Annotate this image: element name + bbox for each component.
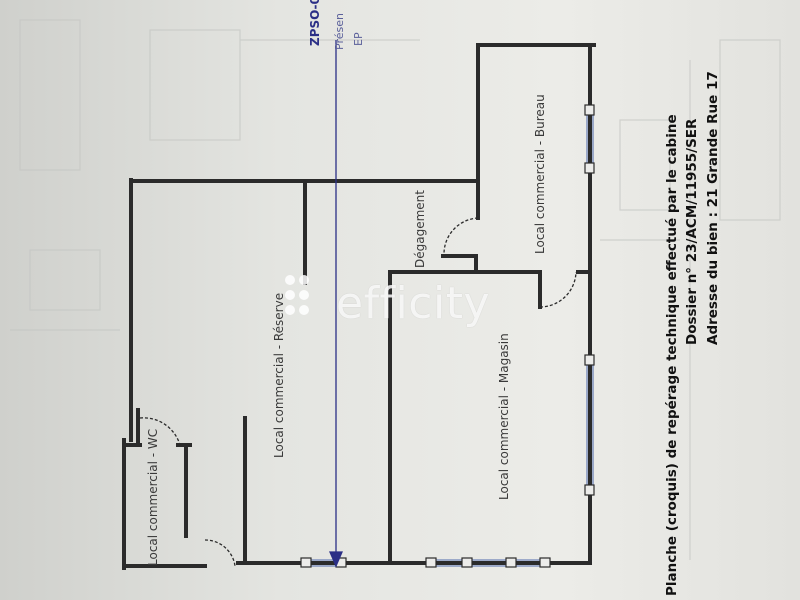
- room-label-degagement: Dégagement: [413, 190, 427, 268]
- window-jamb: [461, 557, 473, 568]
- window-jamb: [300, 557, 312, 568]
- window-jamb: [584, 162, 595, 174]
- window-jamb: [584, 354, 595, 366]
- door-swing-degagement: [443, 217, 479, 255]
- door-swing-entry-wc: [204, 539, 236, 567]
- door-swing-wc: [139, 417, 181, 446]
- document-header-line-2: Dossier n° 23/ACM/11955/SER: [684, 118, 700, 345]
- zone-subtext-1: Présen: [333, 13, 346, 50]
- zone-code: ZPSO-0: [308, 0, 322, 46]
- room-label-bureau: Local commercial - Bureau: [533, 94, 547, 254]
- window-jamb: [584, 104, 595, 116]
- window-jamb: [505, 557, 517, 568]
- window-jamb: [425, 557, 437, 568]
- document-header-line-3: Adresse du bien : 21 Grande Rue 17: [705, 71, 721, 345]
- efficity-logo-icon: [285, 275, 309, 315]
- efficity-watermark: efficity: [336, 278, 490, 329]
- window-jamb: [584, 484, 595, 496]
- window-jamb: [539, 557, 551, 568]
- room-label-wc: Local commercial - WC: [146, 428, 160, 566]
- zone-subtext-2: EP: [352, 32, 365, 46]
- zone-arrow-head: [329, 551, 343, 568]
- door-swing-bureau: [539, 271, 577, 308]
- document-header-line-1: Planche (croquis) de repérage technique …: [664, 114, 680, 596]
- room-label-magasin: Local commercial - Magasin: [497, 333, 511, 500]
